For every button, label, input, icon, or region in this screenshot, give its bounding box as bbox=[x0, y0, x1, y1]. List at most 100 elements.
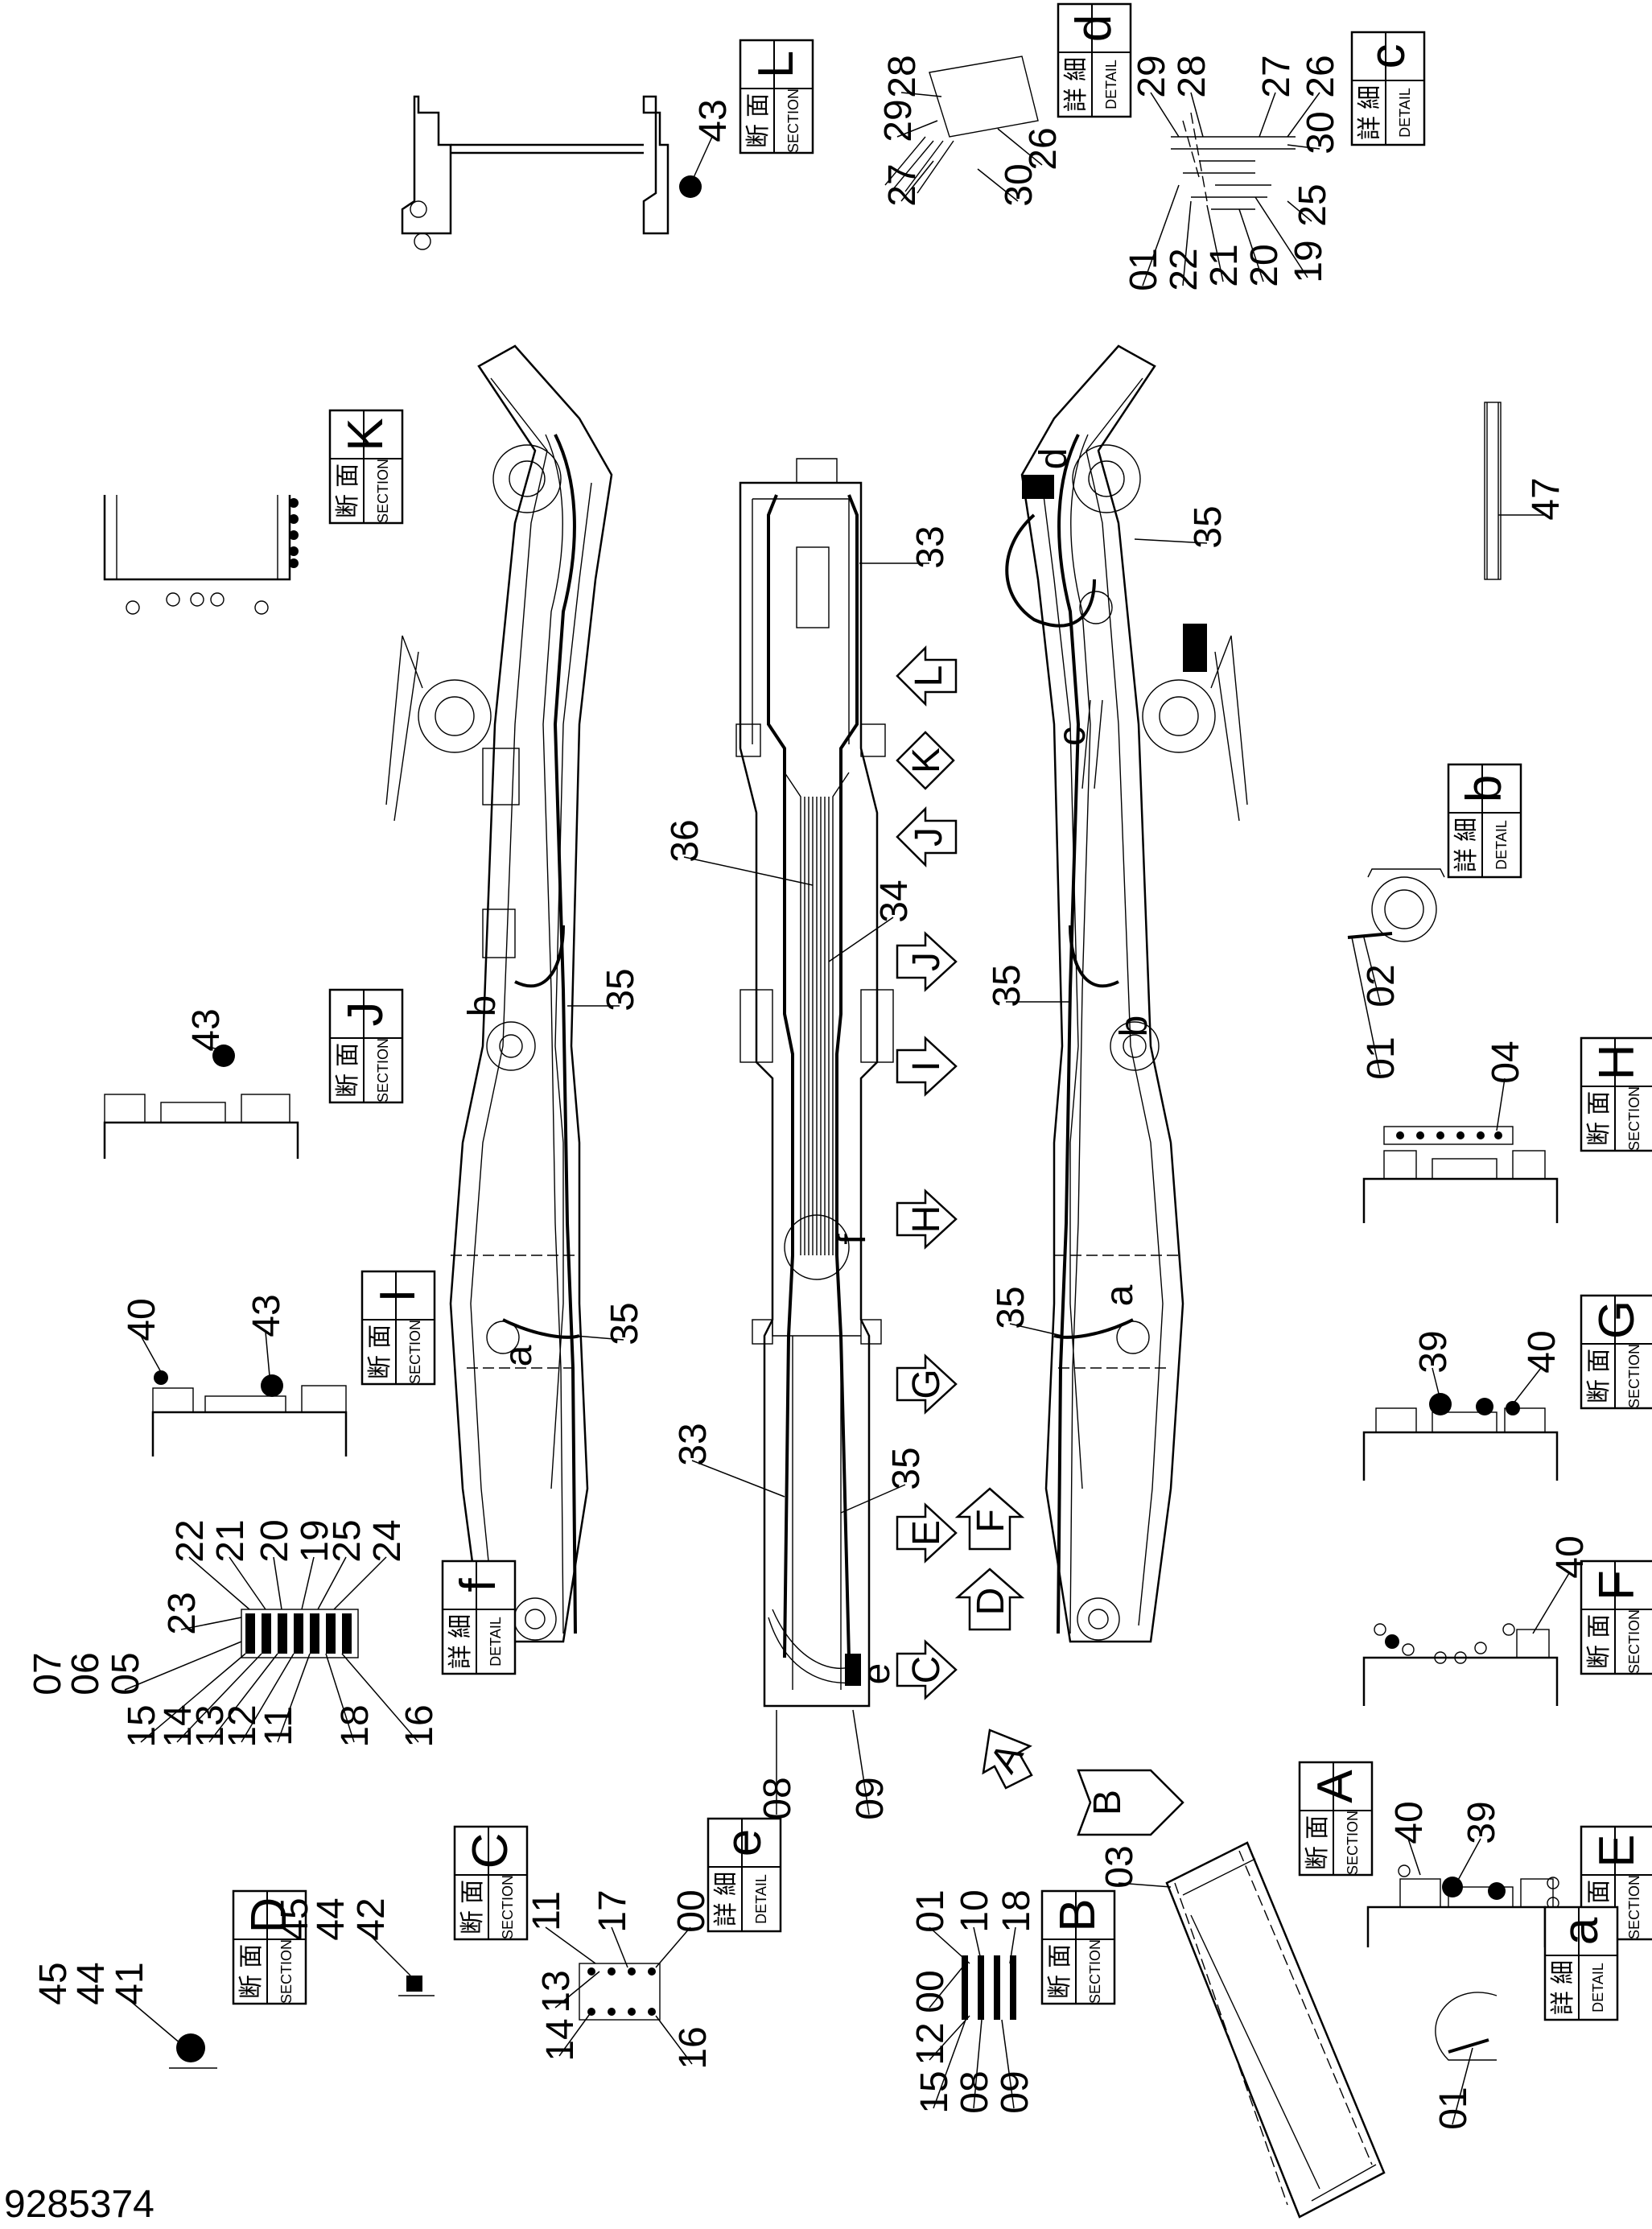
part-callout: 16 bbox=[341, 1653, 441, 1748]
part-callout: 11 bbox=[257, 1653, 311, 1746]
view-box-kind-jp: 断 面 bbox=[1047, 1944, 1073, 1999]
part-callout: 01 bbox=[1123, 184, 1180, 291]
view-box-kind-en: DETAIL bbox=[753, 1874, 769, 1924]
part-number: 43 bbox=[185, 1008, 228, 1051]
part-number: 22 bbox=[169, 1519, 212, 1562]
part-number: 21 bbox=[1203, 244, 1246, 286]
part-callout: 23 bbox=[161, 1592, 242, 1635]
part-callout: 12 bbox=[221, 1653, 295, 1748]
part-callout: 34 bbox=[828, 880, 916, 962]
part-callout: 14 bbox=[157, 1653, 262, 1748]
part-number: 27 bbox=[881, 163, 924, 206]
part-number: 41 bbox=[109, 1962, 151, 2004]
part-callout: 19 bbox=[1254, 196, 1330, 283]
section-arrow: E bbox=[896, 1502, 958, 1564]
view-box-kind-jp: 断 面 bbox=[238, 1944, 265, 1999]
part-callout: 40 bbox=[121, 1298, 163, 1373]
part-callout: 09 bbox=[849, 1709, 892, 1820]
part-callout: 40 bbox=[1532, 1535, 1592, 1634]
view-box-kind-en: DETAIL bbox=[1590, 1963, 1606, 2013]
view-box-id: L bbox=[748, 51, 804, 78]
part-callout: 43 bbox=[691, 99, 735, 182]
part-number: 42 bbox=[350, 1897, 393, 1940]
view-box-id: A bbox=[1308, 1770, 1363, 1803]
view-box-kind-jp: 断 面 bbox=[335, 464, 361, 518]
view-box-kind-en: SECTION bbox=[1345, 1811, 1361, 1875]
part-number: 40 bbox=[1521, 1330, 1563, 1373]
section-arrow: A bbox=[982, 1728, 1033, 1790]
drawing-number: 9285374 bbox=[4, 2183, 154, 2226]
part-number: 20 bbox=[253, 1519, 296, 1562]
part-number: 20 bbox=[1243, 244, 1286, 286]
view-box-kind-en: DETAIL bbox=[488, 1617, 504, 1667]
part-number: 14 bbox=[157, 1704, 200, 1747]
part-callout: 45 bbox=[32, 1962, 75, 2004]
view-box-kind-en: SECTION bbox=[375, 1038, 391, 1102]
part-callout: 15 bbox=[121, 1653, 246, 1748]
part-number: 28 bbox=[1171, 55, 1213, 97]
view-marker: d bbox=[1032, 448, 1075, 470]
svg-text:J: J bbox=[905, 952, 948, 971]
part-number: 40 bbox=[121, 1298, 163, 1341]
part-callout: 01 bbox=[909, 1889, 970, 1964]
view-box-kind-jp: 詳 細 bbox=[1453, 818, 1480, 872]
part-number: 33 bbox=[672, 1423, 715, 1465]
part-number: 35 bbox=[986, 964, 1028, 1007]
view-marker: b bbox=[461, 995, 504, 1017]
part-number: 24 bbox=[366, 1519, 409, 1562]
part-callout: 10 bbox=[954, 1889, 996, 1964]
view-marker: e bbox=[855, 1663, 898, 1685]
part-number: 01 bbox=[909, 1889, 952, 1932]
view-box-id: I bbox=[370, 1288, 426, 1302]
part-number: 18 bbox=[334, 1704, 377, 1747]
part-number: 19 bbox=[294, 1519, 336, 1562]
part-callout: 12 bbox=[909, 2015, 970, 2066]
part-callout: 35 bbox=[986, 964, 1070, 1007]
part-callout: 21 bbox=[1203, 204, 1246, 287]
view-box-kind-jp: 詳 細 bbox=[447, 1614, 474, 1669]
view-marker: a bbox=[1098, 1284, 1141, 1306]
part-number: 19 bbox=[1287, 240, 1330, 282]
part-callout: 18 bbox=[325, 1653, 377, 1748]
part-callout: 07 bbox=[27, 1652, 69, 1695]
section-arrow: H bbox=[896, 1189, 958, 1250]
section-arrow: J bbox=[896, 931, 958, 992]
part-callout: 00 bbox=[909, 1963, 966, 2013]
part-number: 30 bbox=[1300, 111, 1342, 154]
view-box-kind-jp: 詳 細 bbox=[1063, 57, 1090, 112]
part-number: 17 bbox=[591, 1889, 634, 1932]
part-callout: 02 bbox=[1360, 937, 1403, 1007]
view-markers: a a b b c d e f bbox=[461, 448, 1156, 1685]
view-box-id: b bbox=[1456, 775, 1512, 802]
part-number: 30 bbox=[998, 163, 1040, 206]
part-callout: 30 bbox=[1287, 111, 1342, 155]
part-number: 43 bbox=[692, 99, 735, 142]
part-callout: 18 bbox=[995, 1889, 1038, 1964]
boom-side-view-left bbox=[385, 344, 613, 1643]
view-box-kind-en: SECTION bbox=[500, 1875, 516, 1939]
svg-text:L: L bbox=[908, 665, 950, 687]
view-box-kind-en: SECTION bbox=[1626, 1609, 1642, 1674]
part-callout: 40 bbox=[1512, 1330, 1563, 1405]
part-callout: 35 bbox=[1134, 505, 1230, 549]
part-callout: 21 bbox=[209, 1519, 266, 1610]
part-callout: 39 bbox=[1412, 1330, 1455, 1401]
part-number: 29 bbox=[1131, 55, 1173, 97]
view-box-id: K bbox=[338, 418, 393, 451]
part-number: 34 bbox=[873, 880, 916, 922]
part-number: 21 bbox=[209, 1519, 252, 1562]
part-callout: 01 bbox=[1432, 2047, 1475, 2130]
part-number: 08 bbox=[954, 2070, 996, 2113]
part-callout: 13 bbox=[535, 1970, 600, 2013]
part-callout: 36 bbox=[664, 819, 814, 886]
part-callout: 22 bbox=[1163, 200, 1205, 291]
